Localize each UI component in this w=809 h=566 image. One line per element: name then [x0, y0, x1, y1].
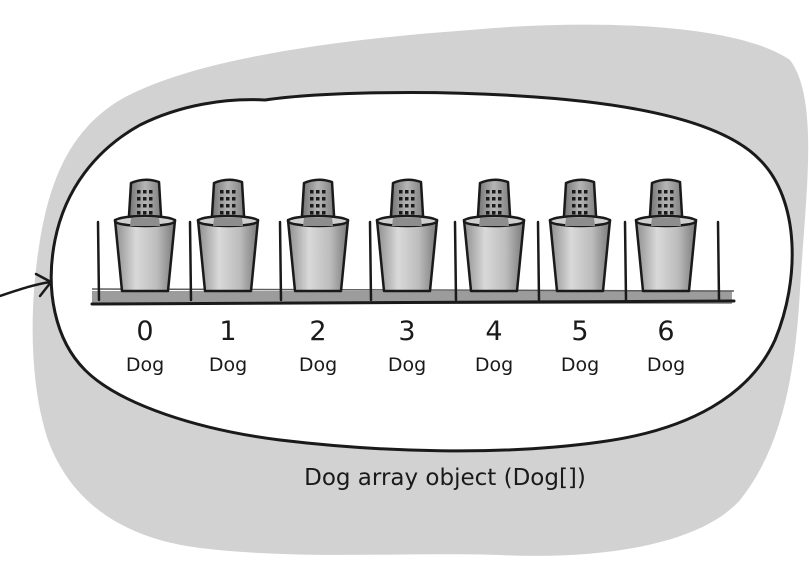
slot-divider: [623, 220, 628, 302]
cup-icon: [548, 218, 612, 293]
slot-type-label: Dog: [299, 354, 337, 376]
cup-icon: [286, 218, 350, 293]
slot-type-label: Dog: [209, 354, 247, 376]
slot-index-label: 6: [657, 316, 674, 347]
slot-type-label: Dog: [561, 354, 599, 376]
slot-divider: [188, 220, 193, 302]
array-slot-2: [286, 178, 350, 293]
array-slot-4: [462, 178, 526, 293]
array-slot-6: [634, 178, 698, 293]
slot-index-label: 2: [309, 316, 326, 347]
slot-index-label: 3: [398, 316, 415, 347]
slot-type-label: Dog: [647, 354, 685, 376]
slot-divider: [368, 220, 373, 302]
array-slot-3: [375, 178, 439, 293]
slot-type-label: Dog: [475, 354, 513, 376]
slot-divider: [453, 220, 458, 302]
slot-divider: [96, 220, 101, 302]
slot-index-label: 5: [571, 316, 588, 347]
slot-divider: [716, 220, 721, 302]
cup-icon: [462, 218, 526, 293]
cup-icon: [113, 218, 177, 293]
slot-index-label: 0: [136, 316, 153, 347]
array-caption: Dog array object (Dog[]): [304, 465, 586, 491]
array-slot-0: [113, 178, 177, 293]
array-slot-1: [196, 178, 260, 293]
slot-divider: [278, 220, 283, 302]
slot-type-label: Dog: [388, 354, 426, 376]
slot-type-label: Dog: [126, 354, 164, 376]
reference-arrow: [0, 272, 53, 298]
cup-icon: [634, 218, 698, 293]
slot-divider: [536, 220, 541, 302]
cup-icon: [375, 218, 439, 293]
slot-index-label: 1: [219, 316, 236, 347]
array-slot-5: [548, 178, 612, 293]
cup-icon: [196, 218, 260, 293]
slot-index-label: 4: [485, 316, 502, 347]
